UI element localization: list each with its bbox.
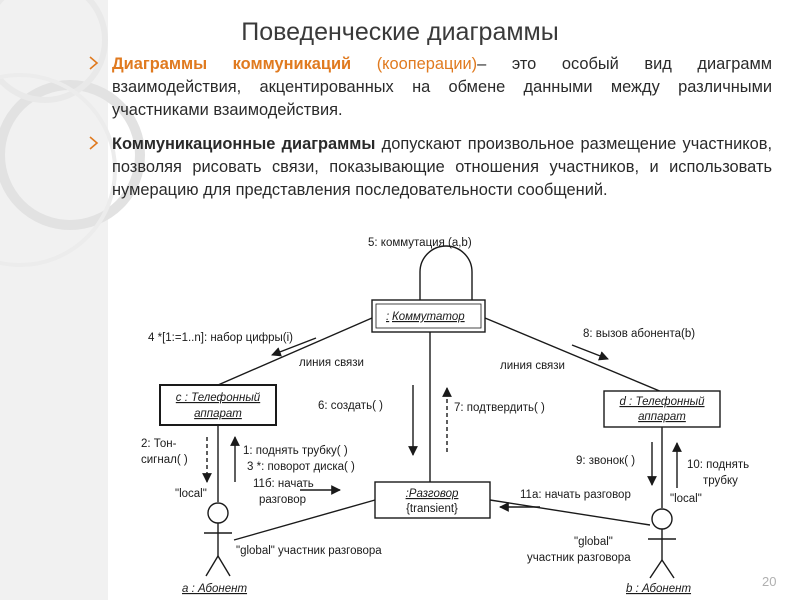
term-communication-diagrams: Диаграммы коммуникаций [112,55,352,73]
object-conversation-line2: {transient} [406,503,458,515]
paragraph-2-text: Коммуникационные диаграммы допускают про… [112,133,772,202]
actor-a [204,502,232,577]
link-actor-a-conversation [233,499,376,541]
object-switch-prefix: : [386,311,389,323]
object-phone-d-line1: d : Телефонный [619,396,705,408]
arrow-m4 [271,337,317,357]
paragraph-communication-diagrams: Диаграммы коммуникаций (кооперации)– это… [89,53,772,122]
message-m7: 7: подтвердить( ) [454,402,545,414]
bullet-icon [89,136,99,150]
object-phone-c-line1: c : Телефонный [176,392,261,404]
actor-b [648,508,676,579]
role-global-left: "global" участник разговора [236,545,382,557]
link-switch-phone-c [217,317,373,386]
message-m11a: 11а: начать разговор [520,489,631,501]
message-m6: 6: создать( ) [318,400,383,412]
message-m1: 1: поднять трубку( ) [243,445,348,457]
link-label-right: линия связи [500,360,565,372]
message-m10-line2: трубку [703,475,738,487]
object-conversation: :Разговор {transient} [374,481,491,519]
message-m10-line1: 10: поднять [687,459,749,471]
role-global-right-line1: "global" [574,536,613,548]
message-m11b-line1: 11б: начать [253,478,314,490]
paragraph-1-text: Диаграммы коммуникаций (кооперации)– это… [112,53,772,122]
message-m4: 4 *[1:=1..n]: набор цифры(i) [148,332,293,344]
role-global-right-line2: участник разговора [527,552,631,564]
term-cooperation: (кооперации) [376,55,478,73]
arrow-m8 [571,344,609,361]
object-phone-d-line2: аппарат [638,411,686,423]
message-m8: 8: вызов абонента(b) [583,328,695,340]
message-m2-line2: сигнал( ) [141,454,188,466]
role-local-left: "local" [175,488,207,500]
paragraph-communication-diagrams-2: Коммуникационные диаграммы допускают про… [89,133,772,202]
page-number: 20 [762,574,777,589]
object-phone-d: d : Телефонный аппарат [603,390,721,428]
object-switch-label: Коммутатор [392,311,465,323]
link-label-left: линия связи [299,357,364,369]
message-m3: 3 *: поворот диска( ) [247,461,355,473]
object-switch: : Коммутатор [371,299,486,333]
bullet-icon [89,56,99,70]
slide-title: Поведенческие диаграммы [241,18,559,46]
message-m11b-line2: разговор [259,494,306,506]
object-conversation-line1: :Разговор [406,488,459,500]
object-phone-c: c : Телефонный аппарат [159,384,277,426]
paragraph-1-rest: – это особый вид диаграмм взаимодействия… [112,55,772,119]
message-m2-line1: 2: Тон- [141,438,177,450]
actor-a-label: a : Абонент [182,583,247,595]
paragraph-2-rest: допускают произвольное размещение участн… [112,135,772,199]
self-loop-link [419,245,473,300]
message-m5: 5: коммутация (a,b) [368,237,472,249]
role-local-right: "local" [670,493,702,505]
link-actor-b-conversation [489,499,651,526]
message-m9: 9: звонок( ) [576,455,635,467]
link-switch-phone-d [484,317,663,393]
actor-b-label: b : Абонент [626,583,691,595]
term-communication-diagrams-bold: Коммуникационные диаграммы [112,135,376,153]
object-phone-c-line2: аппарат [194,408,242,420]
